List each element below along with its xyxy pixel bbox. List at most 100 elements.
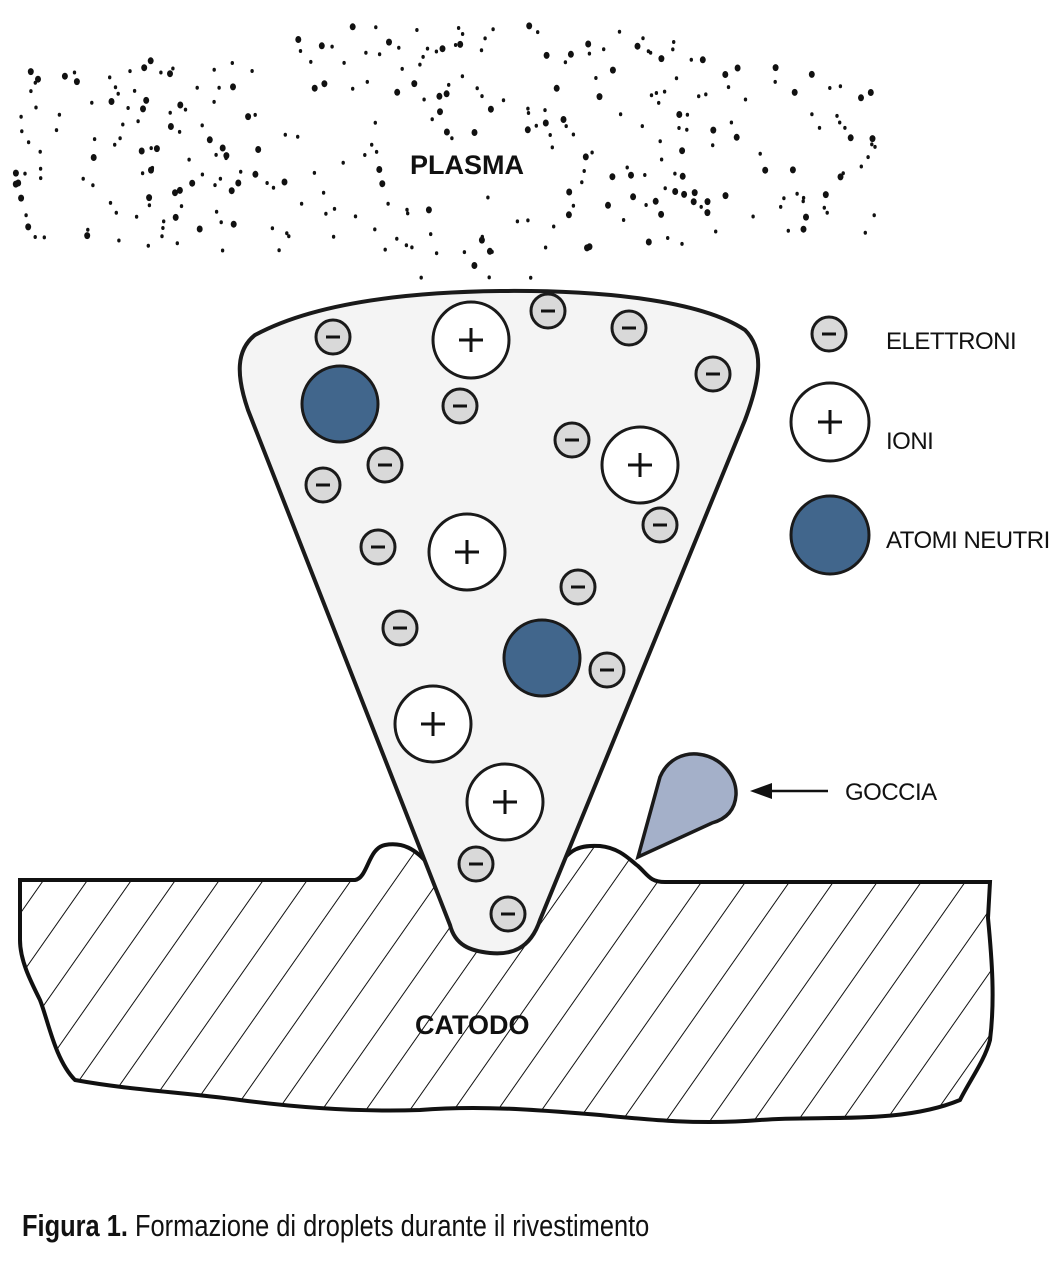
plasma-dot [213,183,217,188]
caption-text: Formazione di droplets durante il rivest… [135,1208,650,1243]
plasma-dot [590,150,594,155]
plasma-dot [270,226,275,231]
plasma-dot [217,85,221,90]
plasma-dot [321,80,328,88]
plasma-dot [406,211,410,216]
plasma-dot [734,64,741,72]
electron [304,466,342,504]
plasma-dot [195,85,199,90]
plasma-dot [331,234,336,239]
plasma-dot [486,247,493,255]
plasma-dot [704,198,711,206]
plasma-dot [658,210,665,218]
plasma-dot [411,80,418,88]
plasma-dot [536,30,540,35]
plasma-dot [61,72,68,80]
plasma-dot [704,209,711,217]
plasma-dot [436,92,443,100]
plasma-dot [649,93,654,98]
plasma-dot [377,52,382,57]
plasma-dot [386,38,392,46]
plasma-dot [699,204,703,209]
plasma-dot [108,98,115,105]
plasma-dot [283,132,287,137]
plasma-dot [143,96,150,104]
plasma-dot [81,176,85,181]
plasma-dot [729,120,734,125]
cathode-body [18,842,995,1125]
plasma-dot [542,119,549,127]
plasma-dot [91,183,95,188]
plasma-dot [373,227,377,232]
plasma-dot [808,70,815,78]
plasma-dot [685,127,689,132]
plasma-dot [172,189,178,197]
plasma-dot [353,214,358,219]
plasma-dot [817,125,822,130]
plasma-dot [341,160,345,165]
plasma-dot [543,108,547,113]
plasma-dot [460,32,465,36]
plasma-dot [434,49,439,54]
plasma-dot [450,136,454,141]
plasma-dot [179,204,184,209]
plasma-dot [658,55,665,63]
plasma-dot [39,176,43,181]
plasma-dot [460,74,465,79]
plasma-dot [172,213,179,221]
plasma-dot [690,198,697,206]
plasma-dot [782,196,786,201]
plasma-dot [18,194,25,202]
plasma-dot [19,114,23,119]
plasma-dot [252,170,259,178]
plasma-dot [167,123,174,130]
plasma-dot [220,248,225,253]
plasma-dot [177,129,182,134]
plasma-dot [397,45,401,50]
legend-item-electron: ELETTRONI [810,315,1017,355]
plasma-dot [456,26,461,30]
plasma-dot [585,40,592,48]
plasma-dot [255,146,262,153]
plasma-dot [828,86,832,90]
plasma-dot [281,178,288,186]
electron [588,651,626,689]
plasma-dot [90,100,94,105]
plasma-dot [351,86,355,91]
plasma-dot [644,203,648,207]
plasma-dot [534,123,538,128]
plasma-dot [550,145,554,150]
legend-item-ion: IONI [789,381,934,463]
plasma-dot [674,76,679,81]
plasma-dot [160,234,164,239]
plasma-label: PLASMA [410,150,524,180]
plasma-dot [219,220,223,225]
plasma-dot [825,210,829,215]
plasma-dot [580,180,584,185]
electron [529,292,567,330]
plasma-dot [383,247,387,252]
plasma-dot [689,57,693,62]
plasma-dot [711,143,715,148]
plasma-dot [571,203,576,208]
plasma-dot [38,149,42,154]
plasma-dot [324,211,328,216]
plasma-dot [726,85,731,90]
plasma-dot [141,64,148,72]
plasma-dot [810,112,814,117]
plasma-dot [801,195,806,200]
plasma-dot [714,229,718,234]
plasma-dot [219,144,226,152]
plasma-dot [214,209,219,214]
plasma-dot [42,235,46,240]
plasma-dot [183,107,188,112]
plasma-dot [214,152,218,157]
plasma-dot [113,142,117,147]
plasma-dot [643,173,647,177]
plasma-dot [365,79,369,84]
plasma-dot [677,126,681,130]
plasma-dot [318,42,325,50]
plasma-dot [245,113,252,121]
plasma-dot [223,152,230,160]
plasma-dot [773,79,777,84]
